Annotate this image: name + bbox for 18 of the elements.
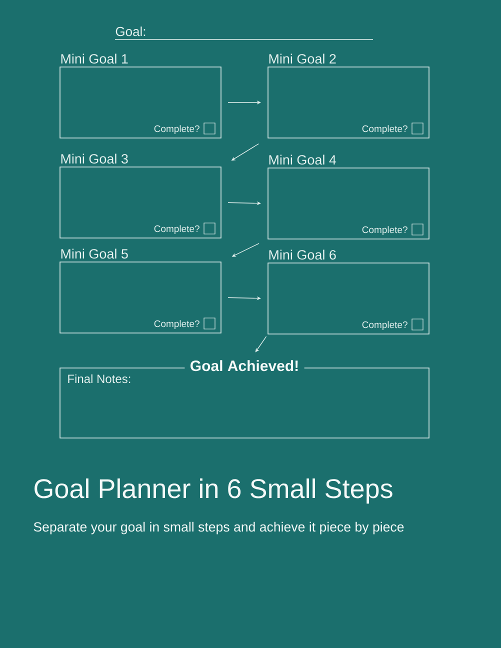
box-heading: Mini Goal 6 xyxy=(269,250,336,260)
box-heading: Mini Goal 4 xyxy=(269,154,336,165)
box-heading: Goal Achieved! xyxy=(190,360,298,372)
box-heading: Mini Goal 5 xyxy=(61,248,128,259)
checkbox-label: Complete? xyxy=(154,225,200,234)
box-heading: Mini Goal 3 xyxy=(61,154,128,164)
checkbox-label: Complete? xyxy=(154,320,200,329)
box-heading: Mini Goal 2 xyxy=(269,54,336,64)
checkbox-label: Complete? xyxy=(362,125,408,134)
arrow xyxy=(255,336,267,352)
title: Goal Planner in 6 Small Steps xyxy=(34,478,392,504)
field-label: Goal: xyxy=(116,26,146,36)
subtitle: Separate your goal in small steps and achieve it piece by piece xyxy=(34,522,404,534)
checkbox-label: Complete? xyxy=(362,321,408,330)
checkbox-label: Complete? xyxy=(154,125,200,134)
checkbox-label: Complete? xyxy=(362,226,408,235)
field-label: Final Notes: xyxy=(68,374,130,384)
box-heading: Mini Goal 1 xyxy=(61,54,128,64)
